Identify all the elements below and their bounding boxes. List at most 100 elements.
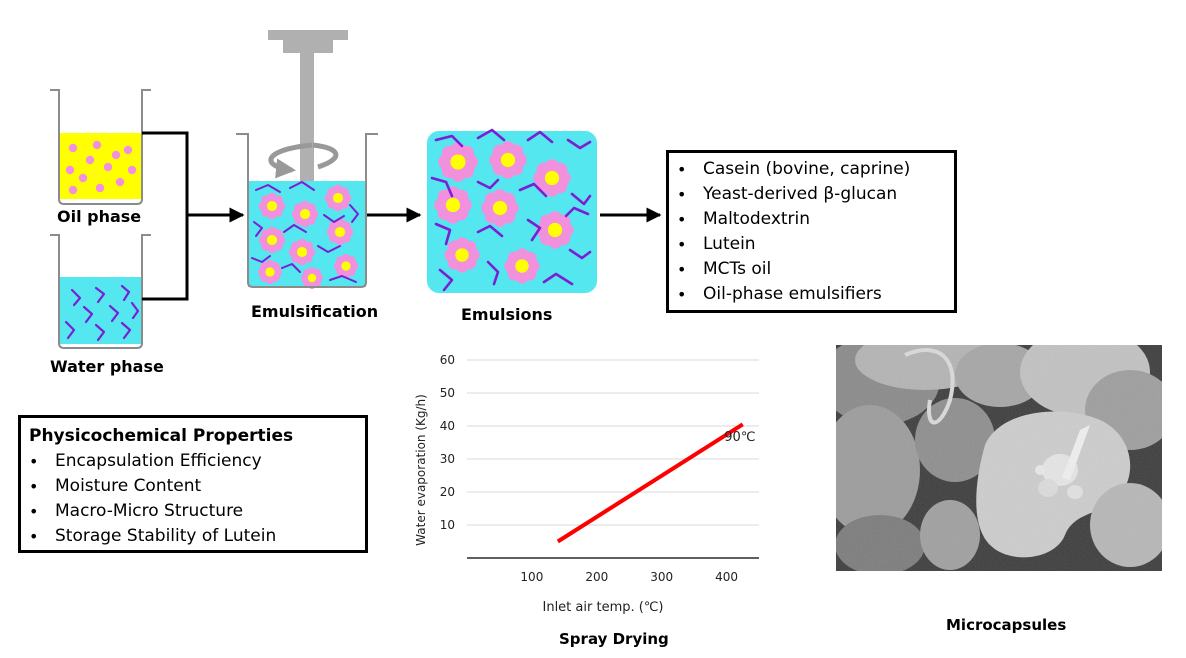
emulsion-droplet: [257, 259, 283, 285]
microcapsules-label: Microcapsules: [946, 616, 1067, 634]
mixer-shaft: [300, 53, 314, 201]
emulsion-droplet: [489, 141, 527, 179]
property-item: Encapsulation Efficiency: [21, 449, 365, 474]
polymer-chain: [430, 176, 454, 198]
polymer-chain: [70, 288, 82, 307]
polymer-chain: [94, 286, 106, 304]
polymer-chain: [120, 321, 132, 340]
polymer-chain: [542, 272, 574, 286]
polymer-chain: [255, 184, 281, 193]
polymer-chain: [518, 182, 548, 198]
oil-beaker: [50, 89, 151, 205]
emulsion-droplet: [333, 253, 359, 279]
emulsion-droplet: [291, 200, 319, 228]
polymer-chain: [317, 245, 341, 253]
sem-micrograph: [836, 345, 1162, 571]
polymer-chain: [283, 224, 307, 233]
oil-droplet: [68, 185, 78, 195]
y-tick-label: 60: [440, 353, 455, 367]
oil-droplet: [92, 140, 102, 150]
polymer-chain: [281, 263, 301, 273]
x-axis-label: Inlet air temp. (℃): [543, 600, 664, 615]
ingredients-box: Casein (bovine, caprine) Yeast-derived β…: [666, 150, 957, 313]
emulsion-droplet: [258, 192, 286, 220]
emulsion-droplet: [301, 267, 323, 289]
ingredient-item: MCTs oil: [669, 257, 954, 282]
polymer-chain: [568, 248, 592, 260]
y-tick-label: 40: [440, 419, 455, 433]
ingredient-item: Oil-phase emulsifiers: [669, 282, 954, 307]
annotation-label: 90℃: [724, 430, 755, 445]
polymer-chain: [434, 222, 452, 246]
water-phase-label: Water phase: [50, 357, 164, 376]
emulsification-droplets: [251, 181, 359, 289]
oil-droplet: [115, 177, 125, 187]
emulsification-beaker-outline: [236, 133, 378, 288]
oil-droplet: [95, 183, 105, 193]
oil-droplet: [68, 143, 78, 153]
emulsion-droplet: [324, 184, 352, 212]
x-tick-label: 200: [585, 570, 608, 584]
water-beaker-outline: [50, 234, 151, 349]
emulsions-block: [427, 128, 597, 293]
oil-droplet: [78, 173, 88, 183]
spray-drying-label: Spray Drying: [559, 630, 669, 648]
ingredient-item: Lutein: [669, 232, 954, 257]
emulsion-droplet: [481, 189, 519, 227]
polymer-chain: [476, 128, 506, 142]
emulsion-droplet: [258, 226, 286, 254]
oil-droplet: [123, 145, 133, 155]
x-tick-label: 100: [520, 570, 543, 584]
emulsion-droplet: [434, 186, 472, 224]
emulsification-beaker: [236, 30, 378, 289]
emulsions-label: Emulsions: [461, 305, 553, 324]
emulsion-droplet: [288, 238, 316, 266]
ingredients-list: Casein (bovine, caprine) Yeast-derived β…: [669, 157, 954, 307]
ingredient-item: Maltodextrin: [669, 207, 954, 232]
polymer-chain: [108, 304, 120, 323]
emulsion-droplet: [533, 159, 571, 197]
oil-droplet: [127, 165, 137, 175]
polymer-chain: [130, 301, 140, 320]
y-axis-label: Water evaporation (Kg/h): [414, 394, 428, 546]
water-beaker: [50, 234, 151, 349]
oil-droplet: [103, 162, 113, 172]
series-line: [556, 422, 744, 544]
polymer-chain: [289, 181, 315, 191]
rotation-arrow-front: [312, 142, 339, 170]
ingredient-item: Casein (bovine, caprine): [669, 157, 954, 182]
polymer-chain: [323, 214, 345, 223]
properties-title: Physicochemical Properties: [29, 426, 294, 446]
emulsion-droplet: [438, 142, 478, 182]
emulsion-droplet: [326, 218, 354, 246]
oil-droplet: [111, 150, 121, 160]
polymer-chain: [253, 221, 263, 237]
rotation-arrow: [268, 142, 313, 179]
polymer-chain: [476, 224, 504, 238]
emulsification-label: Emulsification: [251, 302, 379, 321]
ingredient-item: Yeast-derived β-glucan: [669, 182, 954, 207]
polymer-chain: [64, 320, 76, 340]
y-tick-label: 50: [440, 386, 455, 400]
emulsions-droplets: [430, 128, 592, 292]
mixer-top: [268, 30, 348, 40]
oil-droplet: [85, 155, 95, 165]
polymer-chain: [434, 134, 464, 148]
y-tick-label: 20: [440, 485, 455, 499]
water-polymers: [64, 284, 140, 342]
oil-droplets: [65, 140, 137, 195]
property-item: Storage Stability of Lutein: [21, 524, 365, 549]
polymer-chain: [486, 260, 500, 286]
polymer-chain: [82, 305, 94, 324]
merge-connector: [142, 131, 245, 301]
property-item: Macro-Micro Structure: [21, 499, 365, 524]
oil-droplet: [65, 165, 75, 175]
polymer-chain: [94, 323, 106, 342]
emulsion-droplet: [504, 248, 540, 284]
polymer-chain: [329, 275, 357, 283]
emulsion-droplet: [536, 211, 574, 249]
properties-list: Encapsulation Efficiency Moisture Conten…: [21, 449, 365, 549]
property-item: Moisture Content: [21, 474, 365, 499]
polymer-chain: [564, 206, 590, 218]
